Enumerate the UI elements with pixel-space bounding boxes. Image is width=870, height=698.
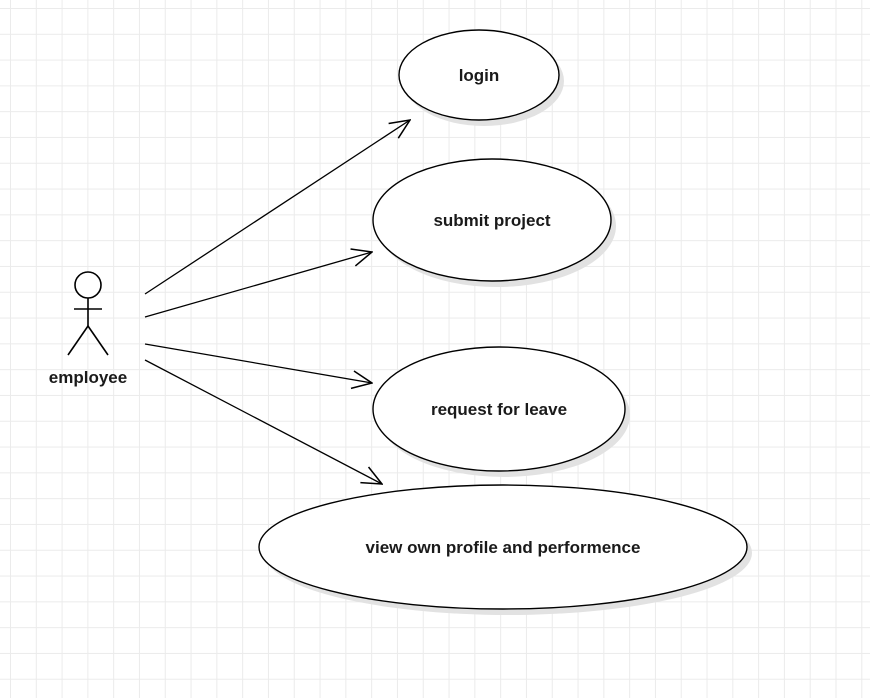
actor-employee[interactable]: employee bbox=[49, 271, 127, 387]
usecase-ellipse bbox=[398, 29, 560, 121]
association-submit-project[interactable] bbox=[144, 252, 372, 318]
usecase-label: submit project bbox=[433, 211, 550, 230]
actor-left-leg bbox=[67, 325, 89, 356]
usecase-ellipse bbox=[372, 346, 626, 472]
association-view-profile[interactable] bbox=[144, 359, 382, 484]
usecase-label: request for leave bbox=[431, 400, 567, 419]
usecase-login[interactable]: login bbox=[398, 29, 564, 126]
actor-right-leg bbox=[87, 325, 109, 356]
actor-label: employee bbox=[49, 368, 127, 387]
usecase-request-leave[interactable]: request for leave bbox=[372, 346, 630, 477]
usecase-view-profile[interactable]: view own profile and performence bbox=[258, 484, 752, 615]
association-login[interactable] bbox=[144, 120, 410, 295]
usecase-ellipse bbox=[258, 484, 748, 610]
usecase-label: view own profile and performence bbox=[366, 538, 641, 557]
association-request-leave[interactable] bbox=[144, 343, 372, 383]
usecase-label: login bbox=[459, 66, 500, 85]
usecase-ellipse bbox=[372, 158, 612, 282]
usecase-submit-project[interactable]: submit project bbox=[372, 158, 616, 287]
actor-head bbox=[74, 271, 102, 299]
